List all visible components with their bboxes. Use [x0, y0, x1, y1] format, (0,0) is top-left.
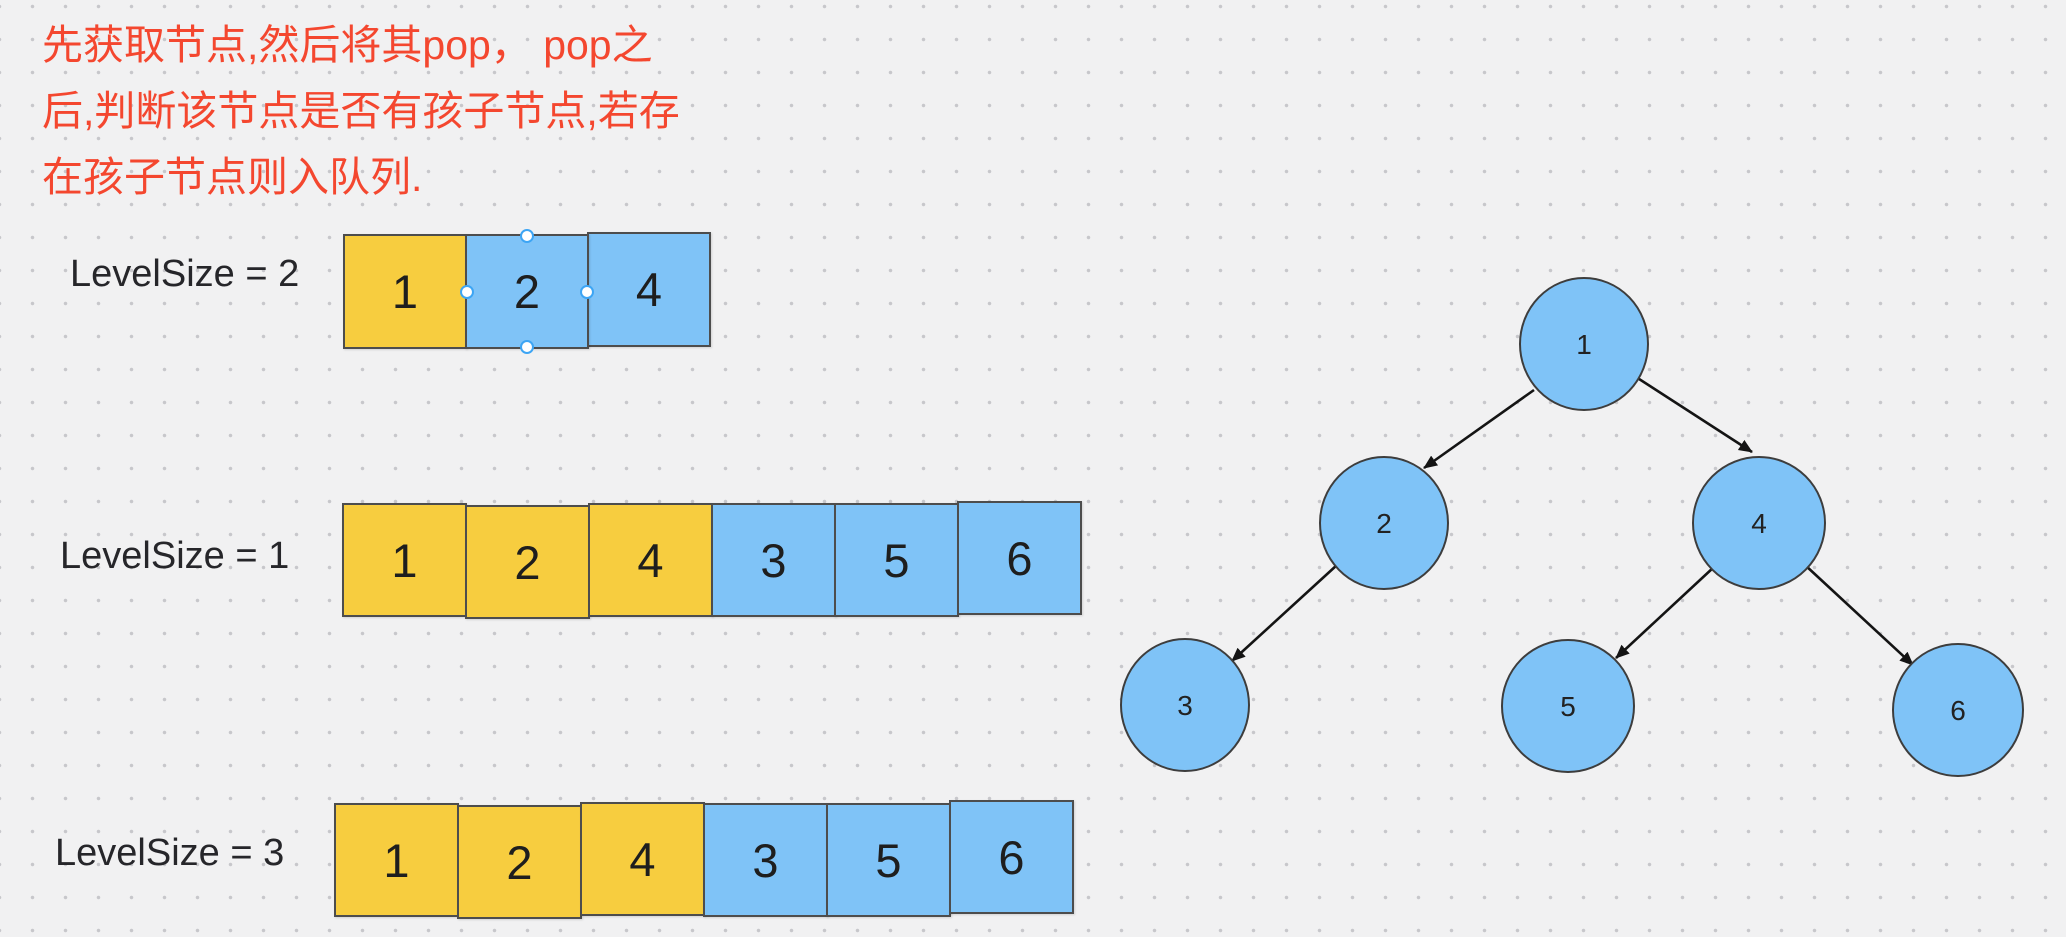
cell-value: 2: [506, 835, 533, 889]
tree-node-4[interactable]: 4: [1692, 456, 1826, 590]
tree-node-1[interactable]: 1: [1519, 277, 1649, 411]
cell-value: 3: [760, 533, 787, 587]
cell-value: 5: [883, 533, 910, 587]
cell-value: 2: [514, 535, 541, 589]
queue-cell[interactable]: 4: [587, 232, 711, 347]
cell-value: 2: [513, 265, 541, 318]
tree-edge-1-2[interactable]: [1423, 388, 1535, 470]
cell-value: 4: [629, 832, 656, 886]
tree-node-circle[interactable]: [1501, 639, 1635, 773]
tree-node-circle[interactable]: [1319, 456, 1449, 590]
tree-node-label: 6: [1950, 695, 1966, 726]
tree-node-label: 1: [1576, 329, 1592, 360]
cell-value: 1: [391, 533, 418, 587]
queue-cell[interactable]: 3: [711, 503, 836, 617]
cell-value: 4: [637, 533, 664, 587]
tree-node-label: 3: [1177, 690, 1193, 721]
selection-handle-left[interactable]: [460, 284, 474, 299]
tree-node-5[interactable]: 5: [1501, 639, 1635, 773]
queue-cell[interactable]: 1: [342, 503, 467, 617]
queue-cell[interactable]: 1: [334, 803, 459, 917]
tree-edge-4-5[interactable]: [1615, 566, 1715, 659]
cell-value: 4: [635, 263, 663, 316]
queue-row-levelsize-2: 1 2 4: [343, 229, 711, 354]
queue-label-levelsize-3[interactable]: LevelSize = 3: [55, 832, 285, 874]
tree-node-label: 2: [1376, 508, 1392, 539]
queue-cell[interactable]: 2: [465, 505, 590, 619]
queue-cell[interactable]: 6: [949, 800, 1074, 914]
queue-label-levelsize-1[interactable]: LevelSize = 1: [60, 535, 290, 577]
annotation-line-2: 后,判断该节点是否有孩子节点,若存: [42, 88, 680, 134]
tree-node-circle[interactable]: [1692, 456, 1826, 590]
tree-edge-1-4[interactable]: [1635, 375, 1753, 454]
tree-node-circle[interactable]: [1519, 277, 1649, 411]
queue-cell[interactable]: 5: [834, 503, 959, 617]
tree-node-circle[interactable]: [1120, 638, 1250, 772]
selection-handle-right[interactable]: [580, 284, 594, 299]
tree-node-2[interactable]: 2: [1319, 456, 1449, 590]
queue-cell[interactable]: 6: [957, 501, 1082, 615]
queue-cell-selected[interactable]: 2: [460, 229, 594, 354]
cell-value: 3: [752, 833, 779, 887]
annotation-line-1: 先获取节点,然后将其pop， pop之: [42, 22, 653, 68]
tree-node-label: 5: [1560, 691, 1576, 722]
annotation-text[interactable]: 先获取节点,然后将其pop， pop之 后,判断该节点是否有孩子节点,若存 在孩…: [42, 12, 702, 210]
tree-node-circle[interactable]: [1892, 643, 2024, 777]
tree-node-label: 4: [1751, 508, 1767, 539]
cell-value: 5: [875, 833, 902, 887]
tree-edge-2-3[interactable]: [1231, 564, 1338, 662]
queue-cell[interactable]: 5: [826, 803, 951, 917]
selection-handle-bottom[interactable]: [520, 340, 534, 354]
selection-handle-top[interactable]: [520, 229, 534, 243]
queue-row-levelsize-3: 1 2 4 3 5 6: [334, 800, 1074, 919]
tree-node-6[interactable]: 6: [1892, 643, 2024, 777]
cell-value: 1: [383, 833, 410, 887]
cell-value: 6: [1006, 531, 1033, 585]
annotation-line-3: 在孩子节点则入队列.: [42, 154, 423, 200]
queue-label-levelsize-2[interactable]: LevelSize = 2: [70, 253, 300, 295]
queue-cell[interactable]: 2: [457, 805, 582, 919]
tree-node-3[interactable]: 3: [1120, 638, 1250, 772]
queue-cell[interactable]: 4: [580, 802, 705, 916]
queue-row-levelsize-1: 1 2 4 3 5 6: [342, 501, 1082, 619]
cell-value: 6: [998, 830, 1025, 884]
queue-cell[interactable]: 3: [703, 803, 828, 917]
cell-value: 1: [391, 265, 419, 318]
tree-edge-4-6[interactable]: [1804, 564, 1914, 666]
